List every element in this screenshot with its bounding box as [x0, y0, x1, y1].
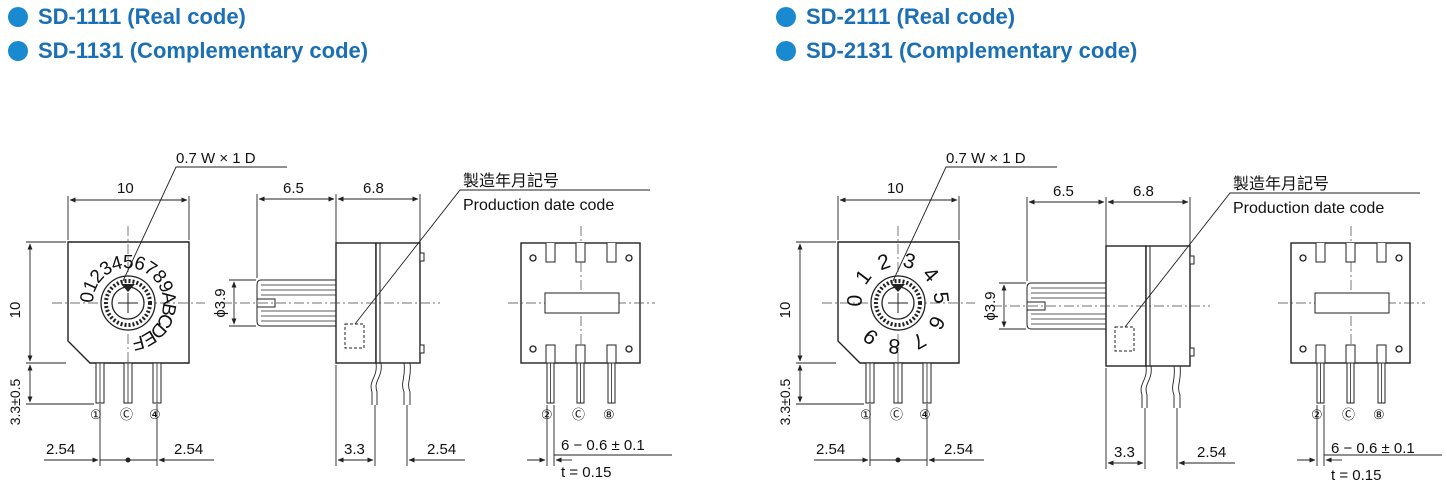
pin-length-label: 3.3±0.5: [777, 378, 793, 425]
back-pins-label: 6 − 0.6 ± 0.1: [1331, 440, 1415, 457]
dial-number: 3: [901, 249, 918, 274]
side-left-label: 6.5: [283, 180, 304, 197]
heading-sd2111: SD-2111 (Real code): [776, 4, 1015, 30]
dial-number: 5: [123, 252, 134, 273]
bullet-icon: [776, 41, 796, 61]
back-pin-label-2: ②: [1311, 407, 1323, 422]
heading-sd2131: SD-2131 (Complementary code): [776, 38, 1137, 64]
bullet-icon: [8, 7, 28, 27]
dial-number: A: [157, 290, 179, 305]
pitch-left-label: 2.54: [816, 441, 845, 458]
slot-label: 0.7 W × 1 D: [946, 150, 1026, 167]
slot-label: 0.7 W × 1 D: [176, 150, 256, 167]
back-thickness-label: t = 0.15: [561, 464, 611, 481]
shaft-diameter-label: ϕ3.9: [982, 291, 999, 320]
dial-number: 0: [843, 294, 867, 307]
pin-label-c: Ⓒ: [120, 407, 133, 422]
back-pins-label: 6 − 0.6 ± 0.1: [561, 437, 645, 454]
side-bottom-right-label: 2.54: [427, 441, 456, 458]
pin-length-label: 3.3±0.5: [7, 378, 23, 425]
pitch-right-label: 2.54: [944, 441, 973, 458]
height-label: 10: [777, 302, 794, 319]
bullet-icon: [776, 7, 796, 27]
heading-sd1111: SD-1111 (Real code): [8, 4, 246, 30]
dial-number: B: [157, 302, 180, 318]
pin-label-1: ①: [860, 407, 872, 422]
dial-number: F: [130, 331, 146, 354]
pin-label-1: ①: [90, 407, 102, 422]
width-label: 10: [117, 180, 134, 197]
back-pin-label-8: ⑧: [1373, 407, 1385, 422]
side-bottom-left-label: 3.3: [1114, 444, 1135, 461]
date-code-jp: 製造年月記号: [463, 172, 559, 190]
pin-label-c: Ⓒ: [890, 407, 903, 422]
side-right-label: 6.8: [1133, 183, 1154, 200]
width-label: 10: [887, 180, 904, 197]
date-code-en: Production date code: [463, 197, 614, 214]
back-pin-label-c: Ⓒ: [572, 407, 585, 422]
back-pin-label-8: ⑧: [603, 407, 615, 422]
dial-number: 0: [77, 291, 99, 304]
back-pin-label-2: ②: [541, 407, 553, 422]
pin-label-4: ④: [919, 407, 931, 422]
date-code-jp: 製造年月記号: [1233, 175, 1329, 193]
side-bottom-right-label: 2.54: [1197, 444, 1226, 461]
shaft-diameter-label: ϕ3.9: [212, 288, 229, 317]
back-pin-label-c: Ⓒ: [1342, 407, 1355, 422]
dial-number: 5: [929, 291, 953, 305]
height-label: 10: [7, 302, 24, 319]
side-right-label: 6.8: [363, 180, 384, 197]
bullet-icon: [8, 41, 28, 61]
pin-label-4: ④: [149, 407, 161, 422]
back-thickness-label: t = 0.15: [1331, 467, 1381, 484]
side-bottom-left-label: 3.3: [344, 441, 365, 458]
side-left-label: 6.5: [1053, 183, 1074, 200]
dial-number: 8: [887, 334, 901, 358]
pitch-left-label: 2.54: [46, 441, 75, 458]
pitch-right-label: 2.54: [174, 441, 203, 458]
date-code-en: Production date code: [1233, 200, 1384, 217]
heading-sd1131: SD-1131 (Complementary code): [8, 38, 368, 64]
